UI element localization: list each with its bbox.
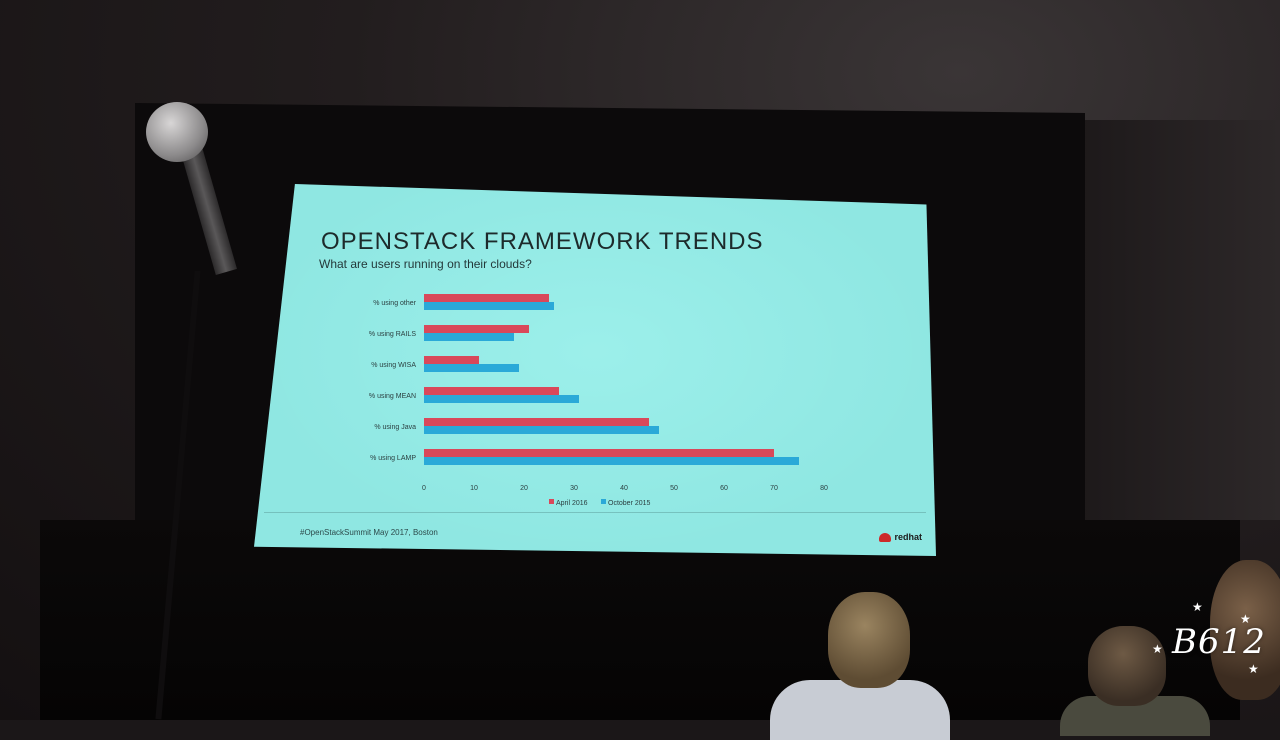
legend-label: April 2016 bbox=[556, 500, 588, 507]
projection-screen: OPENSTACK FRAMEWORK TRENDS What are user… bbox=[254, 184, 936, 556]
x-tick-label: 60 bbox=[720, 485, 728, 492]
bar-october_2015 bbox=[424, 395, 579, 403]
category-label: % using other bbox=[373, 300, 416, 307]
x-tick-label: 0 bbox=[422, 485, 426, 492]
slide-subtitle: What are users running on their clouds? bbox=[319, 257, 532, 271]
screen-glow bbox=[254, 184, 936, 556]
footer-divider bbox=[264, 512, 926, 513]
bar-april_2016 bbox=[424, 418, 649, 426]
category-label: % using WISA bbox=[371, 362, 416, 369]
star-icon: ★ bbox=[1240, 612, 1251, 626]
legend-swatch bbox=[601, 499, 606, 504]
audience-shirt bbox=[770, 680, 950, 740]
x-tick-label: 30 bbox=[570, 485, 578, 492]
category-label: % using Java bbox=[374, 424, 416, 431]
audience-head bbox=[1088, 626, 1166, 706]
bar-april_2016 bbox=[424, 325, 529, 333]
x-tick-label: 40 bbox=[620, 485, 628, 492]
bar-october_2015 bbox=[424, 426, 659, 434]
category-label: % using RAILS bbox=[369, 331, 416, 338]
star-icon: ★ bbox=[1192, 600, 1203, 614]
wall-panel bbox=[1080, 120, 1280, 520]
bar-april_2016 bbox=[424, 294, 549, 302]
bar-october_2015 bbox=[424, 333, 514, 341]
slide-footer: #OpenStackSummit May 2017, Boston bbox=[300, 528, 438, 537]
star-icon: ★ bbox=[1152, 642, 1163, 656]
bar-october_2015 bbox=[424, 364, 519, 372]
x-tick-label: 20 bbox=[520, 485, 528, 492]
audience-head bbox=[1210, 560, 1280, 700]
category-label: % using LAMP bbox=[370, 455, 416, 462]
category-label: % using MEAN bbox=[369, 393, 416, 400]
app-watermark: B612 bbox=[1172, 622, 1266, 662]
stage-curtain bbox=[40, 520, 1240, 720]
x-tick-label: 80 bbox=[820, 485, 828, 492]
legend-label: October 2015 bbox=[608, 500, 651, 507]
bar-april_2016 bbox=[424, 387, 559, 395]
slide-title: OPENSTACK FRAMEWORK TRENDS bbox=[321, 228, 764, 255]
logo-text: redhat bbox=[894, 532, 922, 542]
bar-april_2016 bbox=[424, 449, 774, 457]
redhat-logo: redhat bbox=[879, 532, 922, 542]
redhat-hat-icon bbox=[879, 532, 892, 542]
bar-october_2015 bbox=[424, 457, 799, 465]
bar-october_2015 bbox=[424, 302, 554, 310]
audience-head bbox=[828, 592, 910, 688]
x-tick-label: 50 bbox=[670, 485, 678, 492]
x-tick-label: 70 bbox=[770, 485, 778, 492]
legend-swatch bbox=[549, 499, 554, 504]
framework-bar-chart: % using other % using RAILS % using WISA % … bbox=[369, 294, 828, 507]
x-tick-label: 10 bbox=[470, 485, 478, 492]
bar-april_2016 bbox=[424, 356, 479, 364]
microphone-icon bbox=[146, 102, 208, 162]
star-icon: ★ bbox=[1248, 662, 1259, 676]
